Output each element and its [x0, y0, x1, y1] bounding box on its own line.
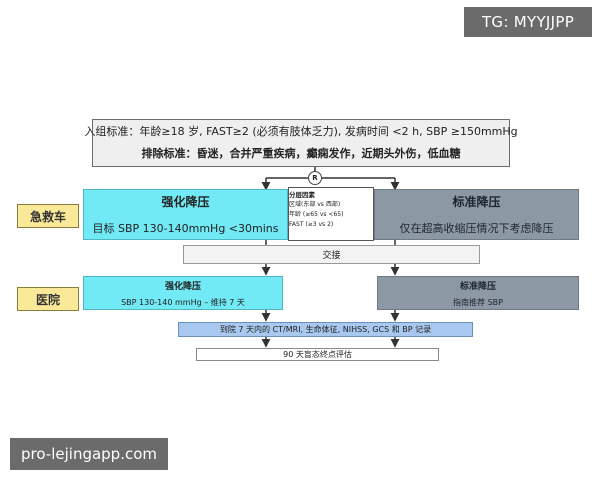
- stratification-item: 年龄 (≥65 vs <65): [289, 211, 344, 218]
- endpoint-bar: 90 天盲态终点评估: [196, 348, 439, 361]
- watermark-bottom: pro-lejingapp.com: [10, 438, 168, 470]
- stratification-title: 分层因素: [289, 191, 315, 199]
- ambulance-standard-title: 标准降压: [452, 195, 501, 209]
- hospital-intensive-title: 强化降压: [164, 281, 201, 292]
- stratification-item: 区域(东部 vs 西部): [289, 201, 341, 208]
- stratification-item: FAST (≥3 vs 2): [289, 221, 334, 228]
- ambulance-intensive-detail: 目标 SBP 130-140mmHg <30mins: [92, 222, 279, 235]
- criteria-box: 入组标准：年龄≥18 岁, FAST≥2 (必须有肢体乏力), 发病时间 <2 …: [84, 119, 518, 167]
- ambulance-intensive-title: 强化降压: [161, 195, 210, 209]
- phase-label-hospital: 医院: [17, 287, 79, 311]
- hospital-intensive-detail: SBP 130-140 mmHg – 维持 7 天: [121, 297, 245, 307]
- hospital-standard-box: 标准降压 指南推荐 SBP: [377, 276, 579, 310]
- randomize-circle: R: [308, 171, 322, 185]
- stratification-box: 分层因素 区域(东部 vs 西部) 年龄 (≥65 vs <65) FAST (…: [288, 187, 374, 241]
- exclusion-criteria: 排除标准：昏迷，合并严重疾病，癫痫发作，近期头外伤，低血糖: [141, 147, 461, 160]
- inclusion-criteria: 入组标准：年龄≥18 岁, FAST≥2 (必须有肢体乏力), 发病时间 <2 …: [84, 125, 518, 138]
- hospital-intensive-box: 强化降压 SBP 130-140 mmHg – 维持 7 天: [83, 276, 283, 310]
- phase-label-ambulance: 急救车: [17, 204, 79, 228]
- records-bar: 到院 7 天内的 CT/MRI, 生命体征, NIHSS, GCS 和 BP 记…: [178, 322, 473, 337]
- watermark-top: TG: MYYJJPP: [464, 7, 592, 37]
- hospital-standard-title: 标准降压: [459, 281, 496, 292]
- ambulance-intensive-box: 强化降压 目标 SBP 130-140mmHg <30mins: [83, 189, 288, 240]
- ambulance-standard-detail: 仅在超高收缩压情况下考虑降压: [399, 222, 554, 235]
- handover-bar: 交接: [183, 245, 480, 264]
- hospital-standard-detail: 指南推荐 SBP: [453, 297, 503, 307]
- ambulance-standard-box: 标准降压 仅在超高收缩压情况下考虑降压: [374, 189, 579, 240]
